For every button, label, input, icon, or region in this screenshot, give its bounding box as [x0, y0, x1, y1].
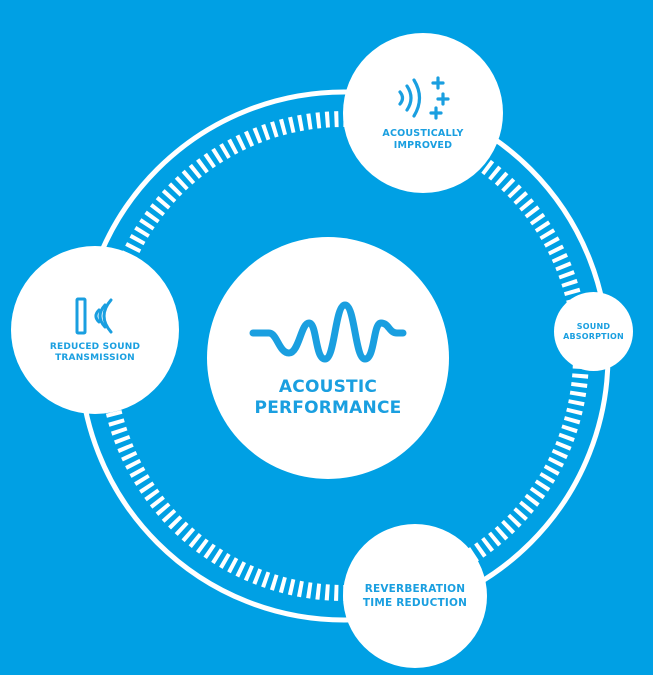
reduced-sound-transmission-node: REDUCED SOUND TRANSMISSION — [11, 246, 179, 414]
center-node: ACOUSTIC PERFORMANCE — [207, 237, 449, 479]
acoustically-improved-node: ACOUSTICALLY IMPROVED — [343, 33, 503, 193]
sound-absorption-node: SOUND ABSORPTION — [554, 292, 633, 371]
acoustically-improved-label: ACOUSTICALLY IMPROVED — [382, 128, 464, 151]
sound-absorption-label: SOUND ABSORPTION — [563, 321, 624, 341]
sound-wave-icon — [249, 301, 407, 363]
center-label: ACOUSTIC PERFORMANCE — [254, 377, 402, 418]
wall-sound-icon — [75, 297, 113, 335]
reverberation-time-reduction-node: REVERBERATION TIME REDUCTION — [343, 524, 487, 668]
reverberation-time-reduction-label: REVERBERATION TIME REDUCTION — [362, 583, 468, 609]
reduced-sound-transmission-label: REDUCED SOUND TRANSMISSION — [49, 342, 141, 363]
sound-waves-plus-icon — [398, 76, 450, 120]
